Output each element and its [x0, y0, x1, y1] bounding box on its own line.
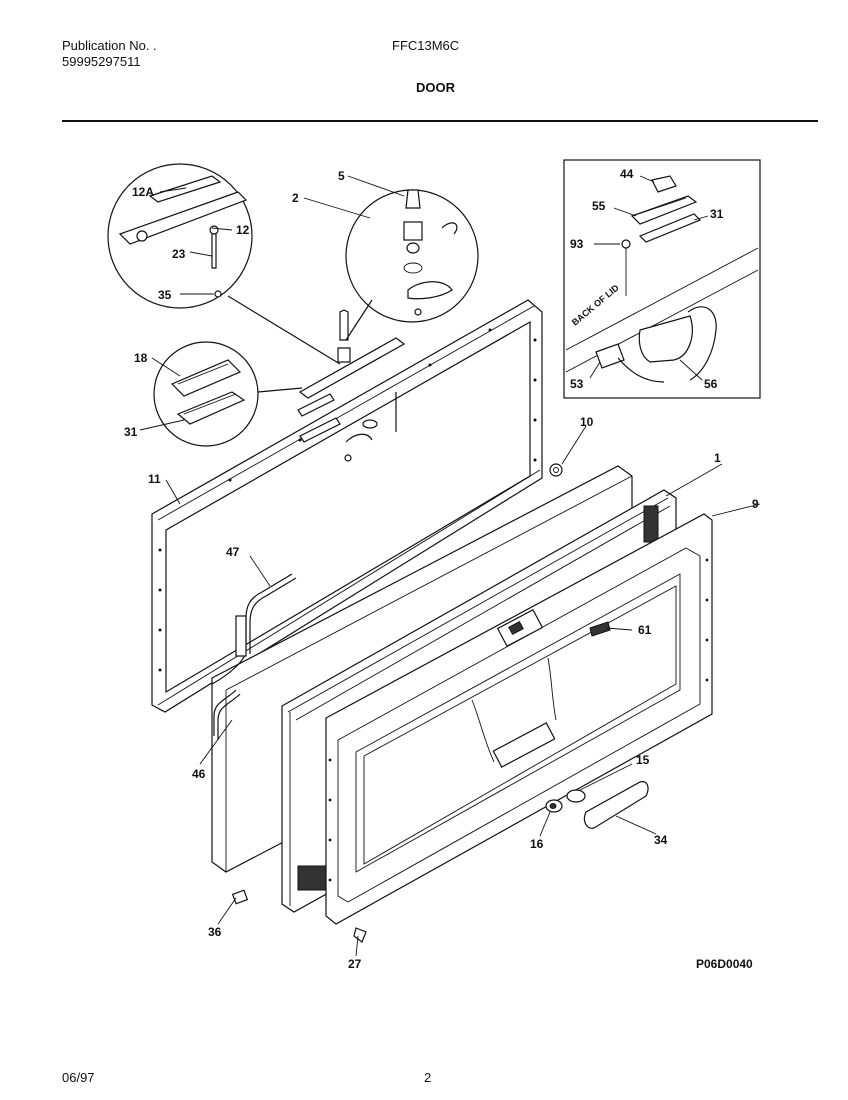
callout-61: 61 [638, 623, 652, 637]
callout-labels: 12A 12 23 35 5 2 18 31 11 10 1 9 47 61 4… [124, 167, 759, 971]
callout-23: 23 [172, 247, 186, 261]
publication-label: Publication No. . [62, 38, 157, 53]
callout-11: 11 [148, 472, 161, 486]
screw-27 [353, 927, 367, 943]
callout-18: 18 [134, 351, 148, 365]
callout-12: 12 [236, 223, 250, 237]
callout-93: 93 [570, 237, 584, 251]
callout-31-left: 31 [124, 425, 138, 439]
bumper-10 [549, 463, 563, 477]
publication-number: 59995297511 [62, 54, 141, 69]
hinge-hardware [297, 309, 406, 462]
inset-label-back-of-lid: BACK OF LID [570, 282, 621, 327]
revision-date: 06/97 [62, 1070, 95, 1085]
callout-9: 9 [752, 497, 759, 511]
detail-circle-hinge-plate [107, 163, 341, 365]
diagram-code: P06D0040 [696, 957, 753, 971]
callout-55: 55 [592, 199, 606, 213]
section-title: DOOR [416, 80, 455, 95]
clip-36 [231, 889, 249, 905]
detail-circle-hinge-pin [345, 189, 479, 341]
lid-frame-11 [151, 299, 543, 713]
callout-36: 36 [208, 925, 222, 939]
callout-5: 5 [338, 169, 345, 183]
callout-53: 53 [570, 377, 584, 391]
detail-circle-handle-pad [153, 341, 303, 447]
callout-2: 2 [292, 191, 299, 205]
callout-10: 10 [580, 415, 594, 429]
callout-47: 47 [226, 545, 240, 559]
callout-56: 56 [704, 377, 718, 391]
callout-12a: 12A [132, 185, 154, 199]
handle-34 [583, 781, 649, 829]
lamp-socket-15-16 [545, 789, 586, 813]
callout-1: 1 [714, 451, 721, 465]
callout-16: 16 [530, 837, 544, 851]
page-number: 2 [424, 1070, 432, 1085]
callout-27: 27 [348, 957, 362, 971]
callout-35: 35 [158, 288, 172, 302]
callout-15: 15 [636, 753, 650, 767]
outer-door-frame-9 [325, 513, 713, 925]
inset-box-back-of-lid: BACK OF LID [563, 159, 761, 399]
leader-lines [139, 175, 761, 957]
latch-61 [589, 621, 611, 637]
callout-31-inset: 31 [710, 207, 724, 221]
model-number: FFC13M6C [392, 38, 460, 53]
callout-34: 34 [654, 833, 668, 847]
callout-46: 46 [192, 767, 206, 781]
wire-harness-47 [211, 573, 297, 740]
header-divider [62, 120, 818, 122]
callout-44: 44 [620, 167, 634, 181]
